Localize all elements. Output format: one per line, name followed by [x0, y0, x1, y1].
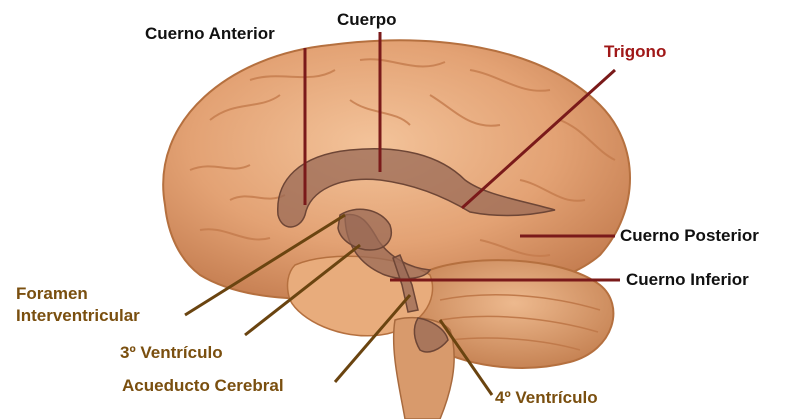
label-foramen-line1: Foramen	[16, 284, 88, 304]
label-tercer-ventriculo: 3º Ventrículo	[120, 343, 223, 363]
label-cuerno-posterior: Cuerno Posterior	[620, 226, 759, 246]
label-acueducto: Acueducto Cerebral	[122, 376, 284, 396]
label-cuarto-ventriculo: 4º Ventrículo	[495, 388, 598, 408]
label-cuerno-anterior: Cuerno Anterior	[145, 24, 275, 44]
label-cuerno-inferior: Cuerno Inferior	[626, 270, 749, 290]
label-foramen-line2: Interventricular	[16, 306, 140, 326]
label-trigono: Trigono	[604, 42, 666, 62]
label-cuerpo: Cuerpo	[337, 10, 397, 30]
